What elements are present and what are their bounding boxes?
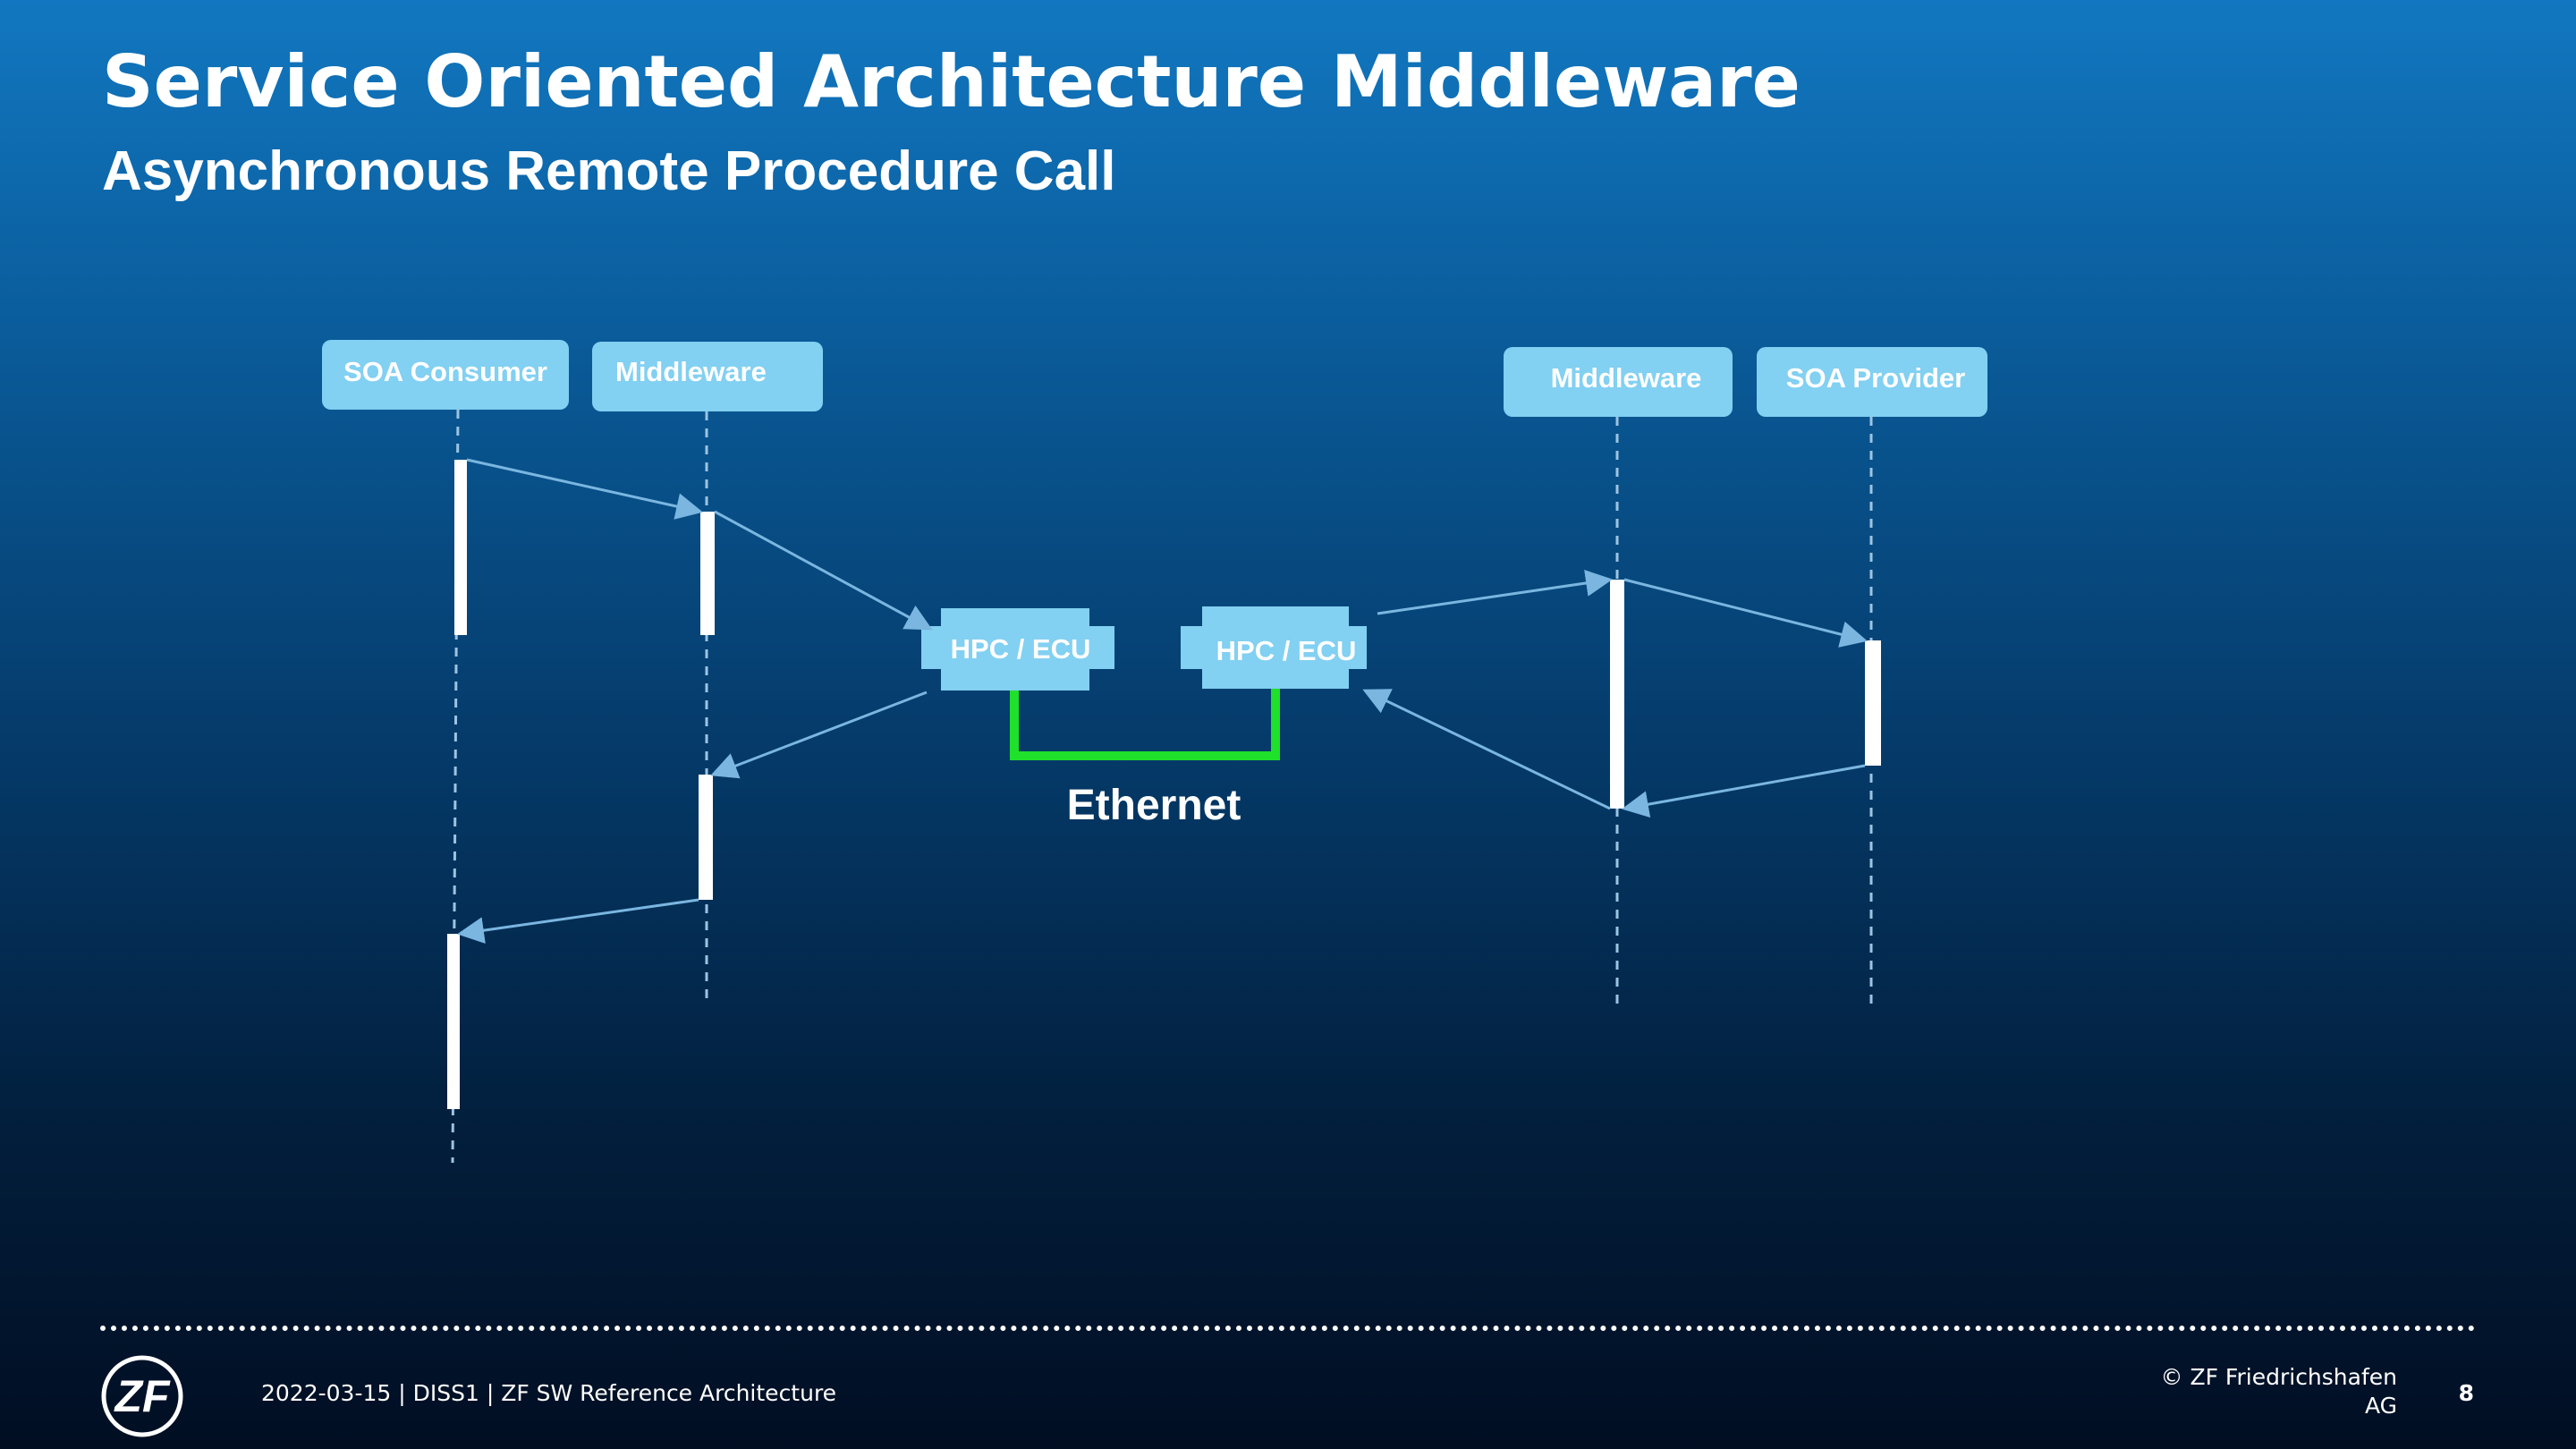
consumer-activation-2 [447,934,460,1109]
middleware-left-header: Middleware [592,342,823,411]
consumer-activation-1 [454,460,467,635]
copyright-line-2: AG [2364,1393,2397,1419]
provider-header: SOA Provider [1757,347,1987,417]
footer-divider [100,1326,2476,1331]
ecu-right-label: HPC / ECU [1216,635,1357,666]
middleware-left-activation-1 [700,512,715,635]
request-middleware-to-ecu-arrow [714,510,933,631]
response-ecu-to-middleware-arrow [710,691,928,779]
response-provider-to-middleware-arrow [1622,764,1866,818]
copyright: © ZF Friedrichshafen AG [2111,1363,2397,1420]
middleware-right-activation [1610,580,1624,809]
footer-meta: 2022-03-15 | DISS1 | ZF SW Reference Arc… [261,1380,837,1406]
middleware-right-label: Middleware [1551,362,1702,394]
ecu-left-label: HPC / ECU [951,633,1091,665]
copyright-line-1: © ZF Friedrichshafen [2160,1364,2397,1390]
slide-subtitle: Asynchronous Remote Procedure Call [102,140,1116,202]
ecu-left-node: HPC / ECU [921,608,1114,691]
consumer-label: SOA Consumer [343,356,547,387]
middleware-left-label: Middleware [615,356,767,387]
ecu-right-node: HPC / ECU [1181,606,1367,689]
consumer-header: SOA Consumer [322,340,569,410]
page-number: 8 [2458,1380,2474,1406]
ethernet-label: Ethernet [1067,782,1241,829]
zf-logo-text: ZF [113,1371,171,1421]
middleware-left-activation-2 [699,775,713,900]
response-middleware-to-ecu-arrow [1362,689,1611,810]
request-middleware-to-provider-arrow [1623,578,1868,648]
middleware-right-header: Middleware [1504,347,1733,417]
request-ecu-to-middleware-arrow [1377,570,1613,615]
response-middleware-to-consumer-arrow [457,898,699,945]
provider-label: SOA Provider [1786,362,1965,394]
slide-title: Service Oriented Architecture Middleware [102,40,1801,123]
provider-activation [1865,640,1881,766]
zf-logo: ZF [101,1355,183,1437]
ethernet-link [1010,689,1280,760]
request-consumer-to-middleware-arrow [466,458,703,520]
